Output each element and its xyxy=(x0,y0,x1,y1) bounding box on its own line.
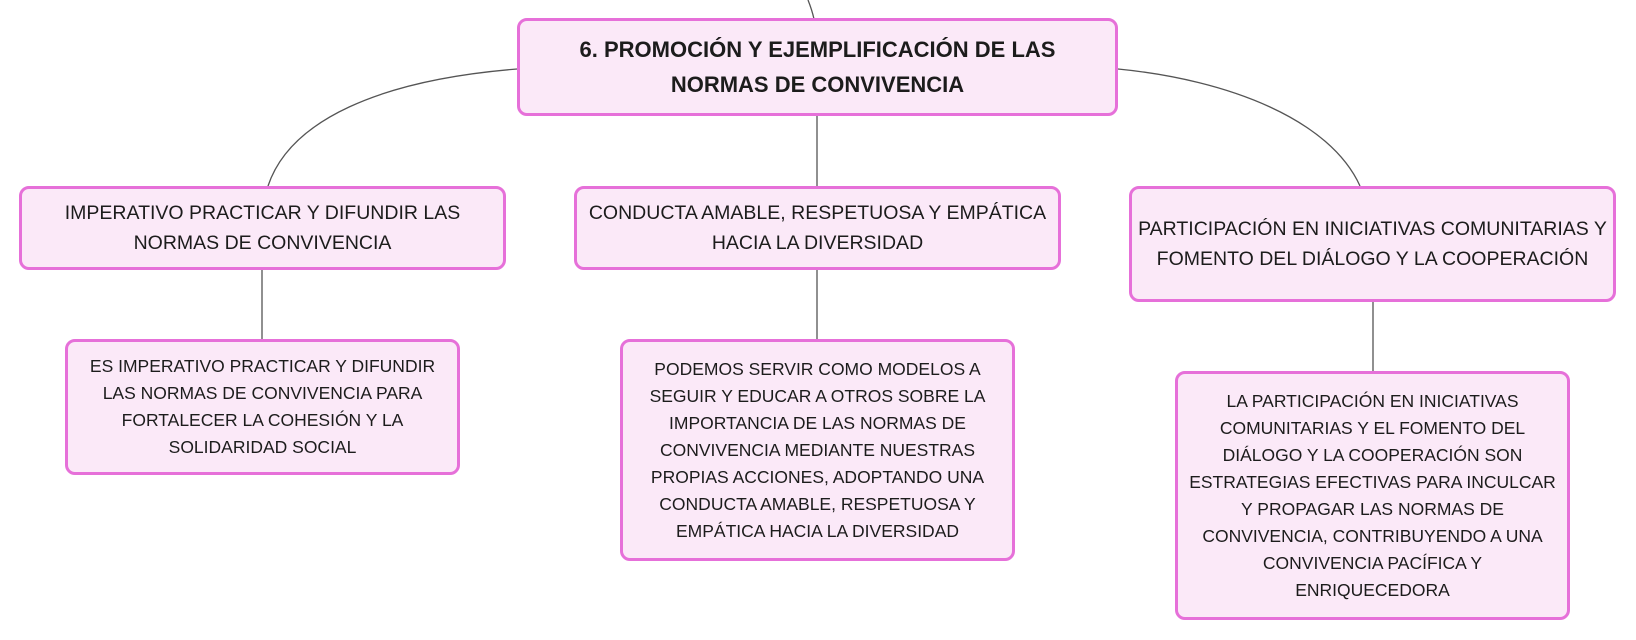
root-node-text: 6. PROMOCIÓN Y EJEMPLIFICACIÓN DE LAS NO… xyxy=(579,37,1056,97)
detail-node-imperativo[interactable]: ES IMPERATIVO PRACTICAR Y DIFUNDIR LAS N… xyxy=(65,339,460,475)
branch-node-text: IMPERATIVO PRACTICAR Y DIFUNDIR LAS NORM… xyxy=(64,202,461,254)
detail-node-participacion[interactable]: LA PARTICIPACIÓN EN INICIATIVAS COMUNITA… xyxy=(1175,371,1570,620)
branch-node-text: CONDUCTA AMABLE, RESPETUOSA Y EMPÁTICA H… xyxy=(588,202,1047,254)
detail-node-text: PODEMOS SERVIR COMO MODELOS A SEGUIR Y E… xyxy=(649,358,986,541)
root-node[interactable]: 6. PROMOCIÓN Y EJEMPLIFICACIÓN DE LAS NO… xyxy=(517,18,1118,116)
connector-root-to-right xyxy=(1117,68,1361,187)
branch-node-text: PARTICIPACIÓN EN INICIATIVAS COMUNITARIA… xyxy=(1138,218,1607,270)
detail-node-text: LA PARTICIPACIÓN EN INICIATIVAS COMUNITA… xyxy=(1189,390,1556,600)
branch-node-conducta[interactable]: CONDUCTA AMABLE, RESPETUOSA Y EMPÁTICA H… xyxy=(574,186,1061,270)
detail-node-text: ES IMPERATIVO PRACTICAR Y DIFUNDIR LAS N… xyxy=(89,356,436,457)
branch-node-participacion[interactable]: PARTICIPACIÓN EN INICIATIVAS COMUNITARIA… xyxy=(1129,186,1616,302)
detail-node-conducta[interactable]: PODEMOS SERVIR COMO MODELOS A SEGUIR Y E… xyxy=(620,339,1015,561)
branch-node-imperativo[interactable]: IMPERATIVO PRACTICAR Y DIFUNDIR LAS NORM… xyxy=(19,186,506,270)
connector-incoming xyxy=(807,0,815,20)
connector-root-to-left xyxy=(267,68,518,187)
